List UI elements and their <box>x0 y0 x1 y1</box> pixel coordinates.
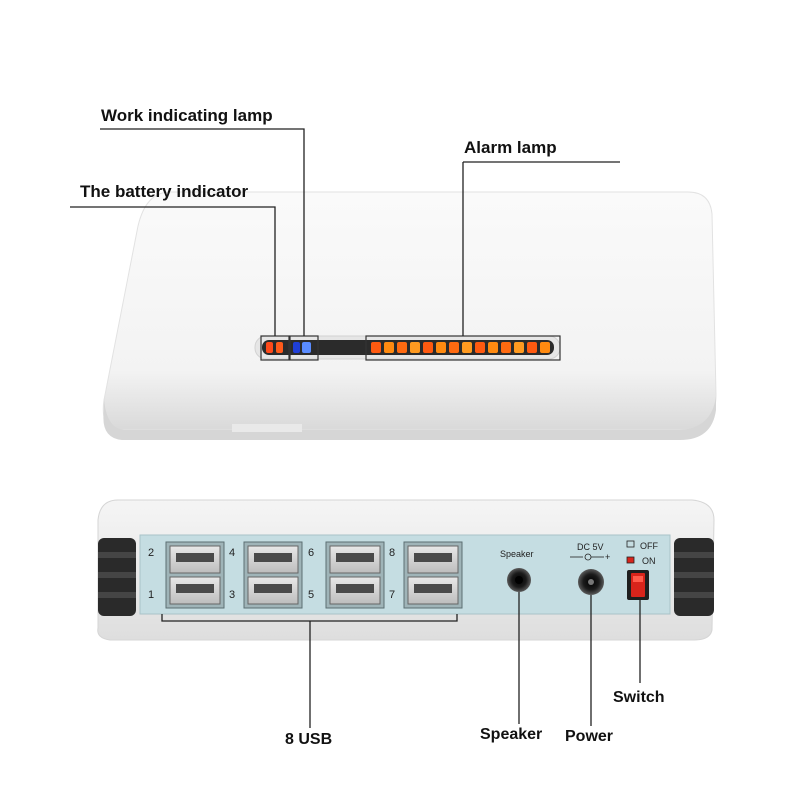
speaker-label: Speaker <box>480 726 543 743</box>
work-indicating-lamp-label: Work indicating lamp <box>101 106 273 125</box>
panel-off-label: OFF <box>640 541 658 551</box>
panel-speaker-label: Speaker <box>500 549 534 559</box>
usb-port-group-4 <box>403 541 463 609</box>
port-number-6: 6 <box>308 547 314 559</box>
switch-label: Switch <box>613 689 665 706</box>
alarm-leds <box>371 342 550 353</box>
panel-dc-label: DC 5V <box>577 542 604 552</box>
usb-port-group-1 <box>165 541 225 609</box>
device-top-view <box>102 191 717 440</box>
dc-polarity-icon <box>570 553 604 561</box>
usb-port-group-3 <box>325 541 385 609</box>
battery-indicator-leds <box>266 342 283 353</box>
power-label: Power <box>565 728 614 745</box>
device-back-view: 2 1 4 3 6 5 8 7 Speaker DC 5V + OFF ON <box>97 499 715 641</box>
port-number-8: 8 <box>389 547 395 559</box>
alarm-lamp-label: Alarm lamp <box>464 138 557 157</box>
port-number-4: 4 <box>229 547 235 559</box>
port-number-7: 7 <box>389 589 395 601</box>
port-number-1: 1 <box>148 589 154 601</box>
callout-lines-bottom <box>161 592 641 728</box>
port-number-3: 3 <box>229 589 235 601</box>
usb-label: 8 USB <box>285 731 333 748</box>
battery-indicator-label: The battery indicator <box>80 182 249 201</box>
work-indicating-leds <box>293 342 311 353</box>
callout-lines-top <box>70 128 620 336</box>
panel-on-label: ON <box>642 556 656 566</box>
dc-plus-sign: + <box>605 552 610 562</box>
port-number-5: 5 <box>308 589 314 601</box>
port-number-2: 2 <box>148 547 154 559</box>
usb-port-group-2 <box>243 541 303 609</box>
